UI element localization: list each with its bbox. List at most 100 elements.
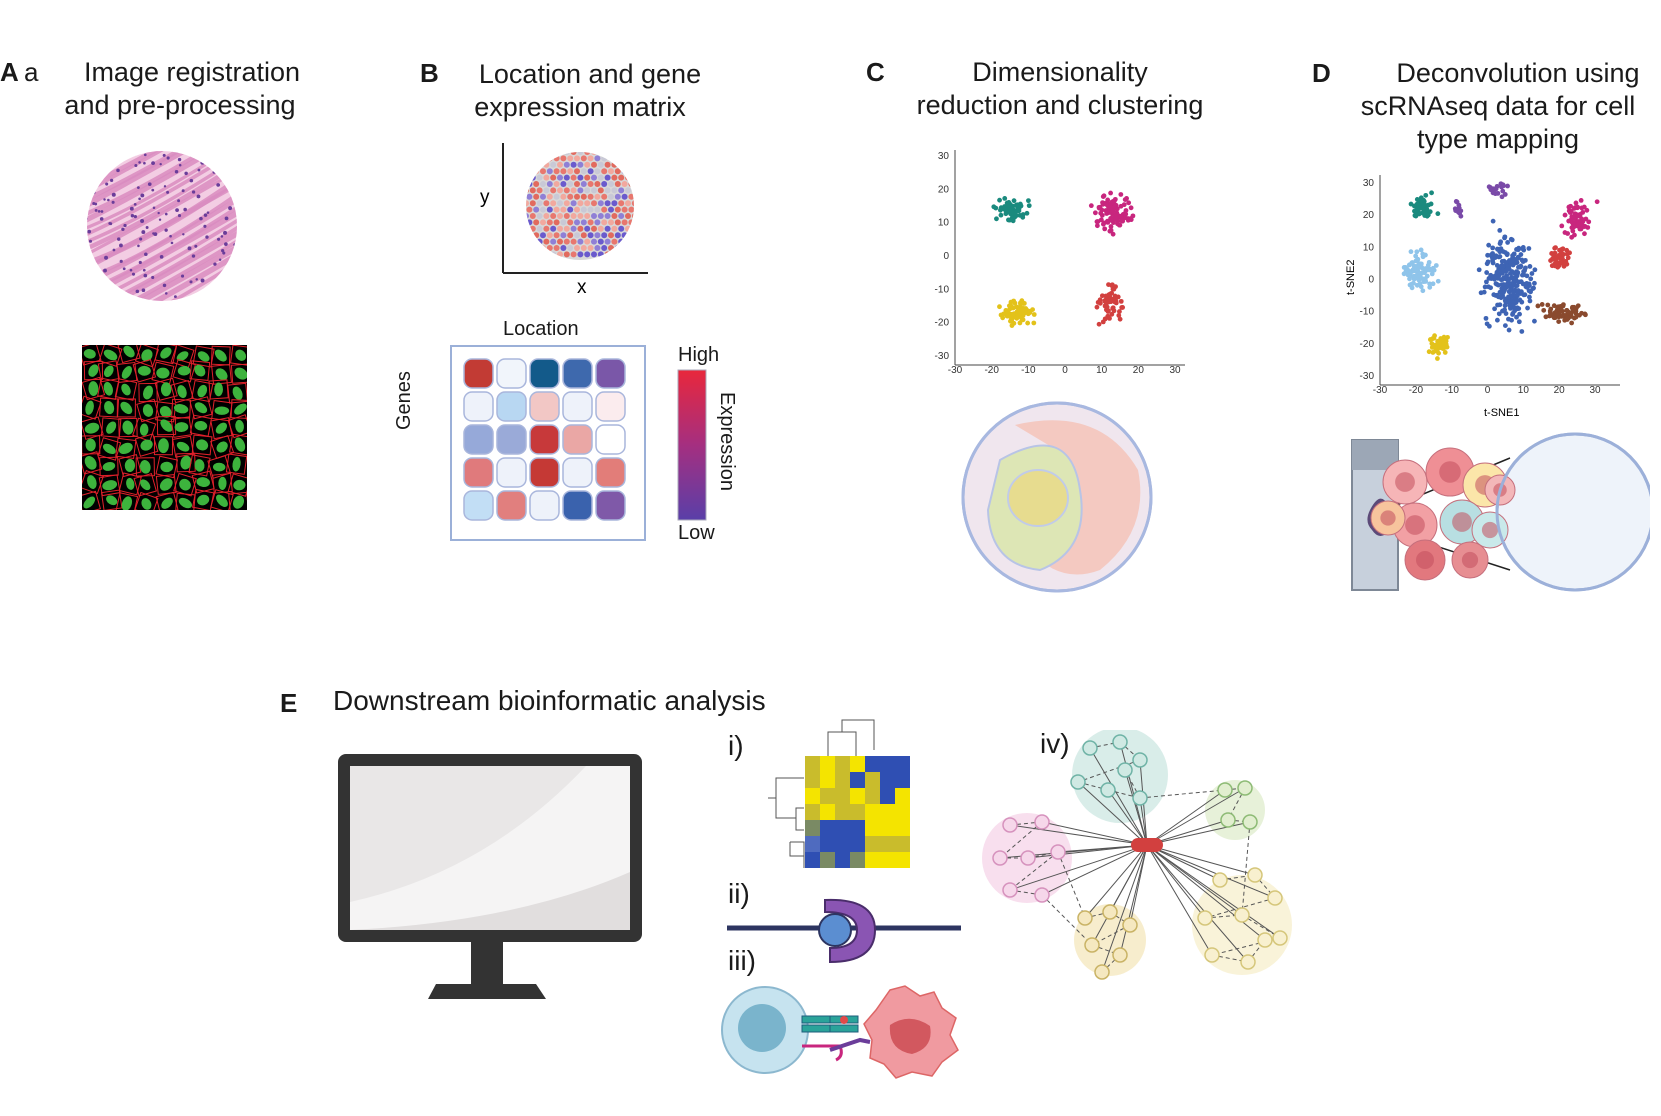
heatmap-cell xyxy=(835,804,850,820)
matrix-cell xyxy=(595,391,626,422)
scatter-point xyxy=(1497,227,1503,233)
spatial-spot xyxy=(526,232,533,239)
scatter-point xyxy=(1532,280,1537,286)
scatter-point xyxy=(1431,335,1437,341)
spatial-spot xyxy=(560,245,567,251)
spatial-spot xyxy=(546,206,553,213)
spatial-spot xyxy=(580,168,587,175)
scatter-point xyxy=(1429,190,1434,196)
tissue-nucleus xyxy=(203,213,208,217)
cell-nucleus xyxy=(140,439,153,451)
tissue-nucleus xyxy=(119,259,123,263)
cell-nucleus xyxy=(214,406,230,415)
scatter-point xyxy=(1502,298,1508,304)
heatmap-cell xyxy=(895,820,910,836)
spatial-spot xyxy=(635,194,641,200)
cell-nucleus xyxy=(156,367,170,379)
scatter-point xyxy=(1105,309,1111,314)
tick-label: 30 xyxy=(1589,385,1601,396)
tissue-nucleus xyxy=(87,275,89,280)
tissue-nucleus xyxy=(166,190,170,194)
spatial-spot xyxy=(591,213,597,219)
network-edge xyxy=(1009,821,1043,826)
network-edge xyxy=(1119,741,1148,846)
cell-nucleus xyxy=(174,422,189,433)
scatter-point xyxy=(1539,302,1545,307)
matrix-cell xyxy=(463,490,494,521)
spatial-spot xyxy=(631,187,634,194)
scatter-point xyxy=(1430,281,1436,287)
scatter-point xyxy=(1095,219,1101,224)
tick-label: 30 xyxy=(1169,365,1181,376)
tsne-x-axis-label: t-SNE1 xyxy=(1484,407,1519,419)
legend-title: Expression xyxy=(716,392,738,491)
spatial-spot xyxy=(529,225,536,232)
spatial-spot xyxy=(563,225,570,232)
spatial-spot xyxy=(577,187,584,194)
network-edge xyxy=(1101,844,1148,973)
spatial-spot xyxy=(577,161,584,168)
cell-membrane xyxy=(82,395,102,420)
tissue-nucleus xyxy=(141,288,146,293)
tissue-nucleus xyxy=(144,252,148,257)
heatmap-cell xyxy=(880,772,895,788)
spatial-spot xyxy=(608,168,614,175)
tissue-nucleus xyxy=(100,210,104,213)
spatial-spot xyxy=(540,245,546,251)
scatter-point xyxy=(1519,257,1525,263)
tissue-nucleus xyxy=(147,182,152,187)
spatial-spot xyxy=(567,206,574,213)
scatter-point xyxy=(1428,201,1434,207)
scatter-point xyxy=(1442,350,1448,355)
spatial-spot xyxy=(533,168,540,175)
heatmap-cell xyxy=(835,852,850,868)
tick-label: 0 xyxy=(1485,385,1491,396)
cell-nucleus xyxy=(85,400,94,415)
network-node xyxy=(992,850,1008,866)
scatter-point xyxy=(1019,298,1025,304)
spatial-spot xyxy=(631,174,634,181)
spatial-spot xyxy=(553,232,560,239)
tsne-y-axis-label: t-SNE2 xyxy=(1345,260,1357,295)
scatter-point xyxy=(1500,258,1505,264)
spatial-spot xyxy=(557,174,563,181)
scatter-point xyxy=(1418,247,1424,253)
spatial-spot xyxy=(570,251,577,258)
scatter-point xyxy=(1010,216,1016,222)
spatial-spot xyxy=(560,219,567,226)
scatter-point xyxy=(1423,192,1429,198)
spatial-spot xyxy=(536,200,543,207)
tissue-nucleus xyxy=(103,268,107,273)
tissue-fiber xyxy=(87,234,237,301)
tissue-nucleus xyxy=(195,278,198,281)
cell-nucleus xyxy=(84,422,100,434)
network-node xyxy=(1237,780,1253,796)
spatial-spot xyxy=(536,152,543,155)
matrix-cell xyxy=(496,391,527,422)
network-edge xyxy=(1146,844,1206,919)
scatter-point xyxy=(1500,277,1505,282)
network-node xyxy=(1132,790,1148,806)
scatter-point xyxy=(1506,316,1511,322)
scatter-point xyxy=(1486,284,1491,290)
tissue-nucleus xyxy=(139,237,143,241)
spatial-spot xyxy=(594,245,601,251)
network-edge xyxy=(1146,789,1226,846)
cell-membrane xyxy=(230,363,247,384)
tissue-nucleus xyxy=(206,290,209,293)
scatter-point xyxy=(1117,309,1122,314)
cell-membrane xyxy=(170,345,195,369)
spatial-spot xyxy=(536,213,543,219)
scatter-point xyxy=(1458,213,1464,219)
cell-nucleus xyxy=(1416,551,1434,569)
cell-nucleus xyxy=(176,351,189,361)
scatter-point xyxy=(1108,190,1113,196)
scatter-point xyxy=(1009,205,1014,210)
scatter-point xyxy=(1498,239,1504,245)
scatter-point xyxy=(1552,263,1558,269)
tissue-nucleus xyxy=(200,278,205,283)
panel-b-title-line1: Location and gene xyxy=(478,59,702,89)
scatter-point xyxy=(1483,315,1489,321)
scatter-point xyxy=(1020,317,1026,323)
scatter-point xyxy=(1416,274,1422,279)
